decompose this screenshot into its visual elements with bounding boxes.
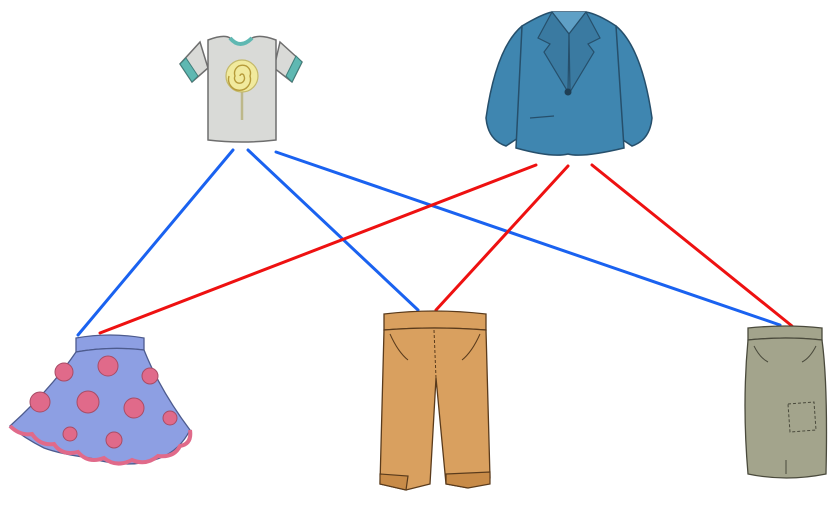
connector-lines bbox=[76, 148, 794, 337]
blazer-icon bbox=[485, 10, 653, 156]
trousers-icon bbox=[379, 310, 491, 491]
connector-tshirt-to-trousers bbox=[246, 148, 420, 312]
connector-blazer-to-trousers bbox=[434, 164, 570, 312]
tshirt-icon bbox=[179, 35, 303, 143]
connector-tshirt-to-pencil-skirt bbox=[274, 150, 782, 327]
connector-blazer-to-polka-skirt bbox=[98, 163, 538, 335]
polka-skirt-icon bbox=[8, 334, 193, 466]
connector-tshirt-to-polka-skirt bbox=[76, 148, 235, 337]
connector-blazer-to-pencil-skirt bbox=[590, 163, 794, 328]
pencil-skirt-icon bbox=[744, 325, 828, 479]
